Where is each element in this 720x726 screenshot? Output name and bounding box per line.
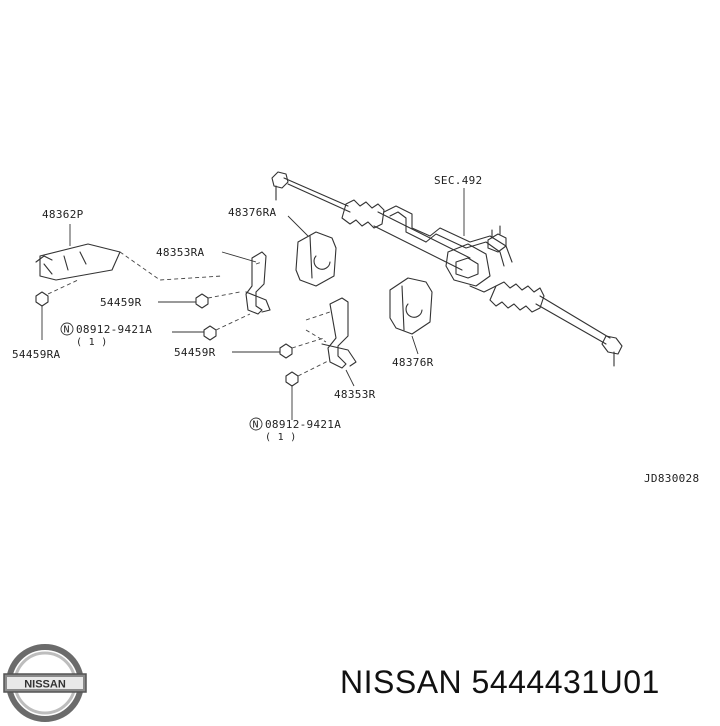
label-sec-492: SEC.492 <box>434 174 482 187</box>
label-48376R: 48376R <box>392 356 434 369</box>
nut-bottom-symbol: N <box>253 420 259 431</box>
bushing-48376R: 48376R <box>389 277 434 369</box>
nut-bottom: N 08912-9421A ( 1 ) <box>249 359 341 443</box>
label-48353R: 48353R <box>334 388 376 401</box>
plate-48362P: 48362P <box>35 208 121 281</box>
label-nut-top-qty: ( 1 ) <box>76 337 108 348</box>
label-nut-top-code: 08912-9421A <box>76 323 152 336</box>
label-54459RA: 54459RA <box>12 348 61 361</box>
footer-part-title: NISSAN 5444431U01 <box>340 664 660 701</box>
bushing-48376RA: 48376RA <box>228 206 337 287</box>
nissan-logo: NISSAN <box>3 644 87 722</box>
label-48353RA: 48353RA <box>156 246 205 259</box>
bracket-48353R: 48353R <box>305 297 376 401</box>
nut-top: N 08912-9421A ( 1 ) <box>60 313 251 348</box>
steering-rack-assembly: SEC.492 <box>271 171 623 367</box>
nut-top-symbol: N <box>64 325 70 336</box>
logo-wordmark: NISSAN <box>24 679 66 691</box>
bolt-54459R-top: 54459R <box>100 291 241 309</box>
bolt-54459R-mid: 54459R <box>174 337 325 359</box>
label-54459R-mid: 54459R <box>174 346 216 359</box>
label-48376RA: 48376RA <box>228 206 277 219</box>
label-nut-bottom-code: 08912-9421A <box>265 418 341 431</box>
label-nut-bottom-qty: ( 1 ) <box>265 432 297 443</box>
label-48362P: 48362P <box>42 208 84 221</box>
label-54459R-top: 54459R <box>100 296 142 309</box>
footer-part-number: 5444431U01 <box>471 664 660 700</box>
drawing-code: JD830028 <box>644 472 699 485</box>
footer-brand-name: NISSAN <box>340 664 463 700</box>
bolt-54459RA: 54459RA <box>12 279 79 361</box>
bracket-48353RA: 48353RA <box>119 246 271 315</box>
